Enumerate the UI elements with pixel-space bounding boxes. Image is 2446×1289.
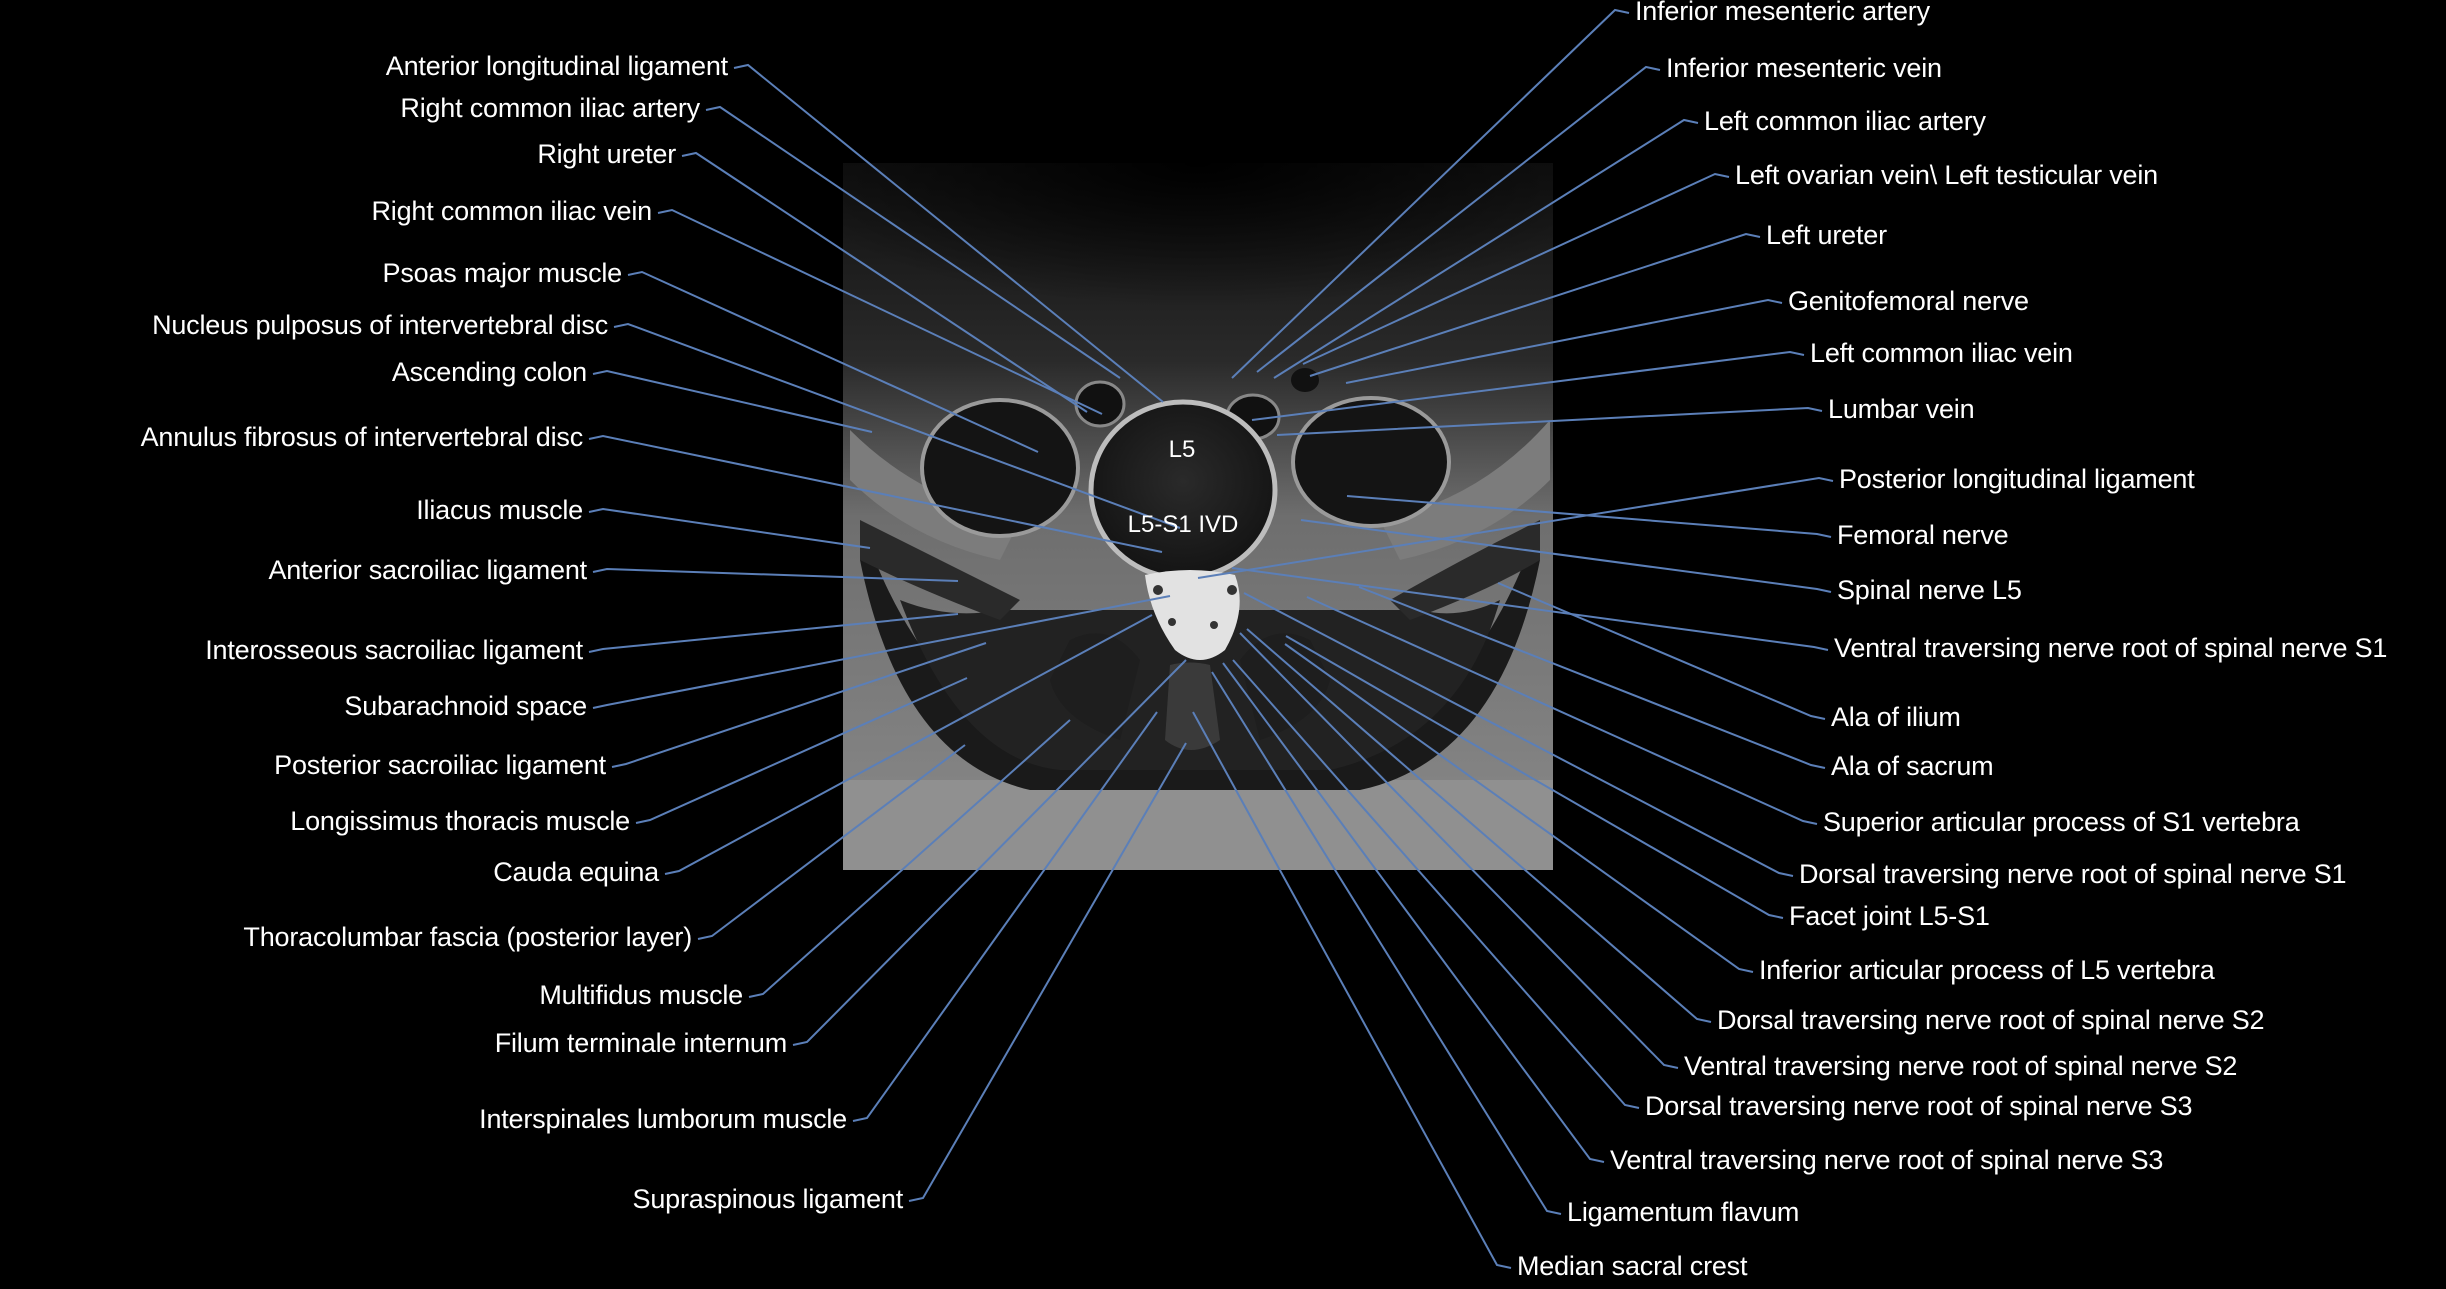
label-interspinales-lumborum-muscle: Interspinales lumborum muscle	[479, 1104, 847, 1134]
leader-line-left-common-iliac-vein	[1251, 350, 1805, 421]
leader-line-anterior-longitudinal-ligament	[733, 63, 1164, 403]
label-ventral-traversing-nerve-root-of-spinal-nerve-s3: Ventral traversing nerve root of spinal …	[1610, 1145, 2164, 1175]
label-genitofemoral-nerve: Genitofemoral nerve	[1788, 286, 2029, 316]
label-spinal-nerve-l5: Spinal nerve L5	[1837, 575, 2022, 605]
label-posterior-longitudinal-ligament: Posterior longitudinal ligament	[1839, 464, 2195, 494]
leader-line-ala-of-ilium	[1497, 582, 1826, 720]
leader-line-interspinales-lumborum-muscle	[852, 711, 1158, 1122]
leader-line-ventral-traversing-nerve-root-of-spinal-nerve-s1	[1231, 567, 1829, 651]
leader-line-median-sacral-crest	[1192, 711, 1512, 1269]
leader-line-right-common-iliac-artery	[705, 105, 1121, 379]
label-ala-of-sacrum: Ala of sacrum	[1831, 751, 1994, 781]
label-inferior-mesenteric-artery: Inferior mesenteric artery	[1635, 0, 1930, 26]
leader-line-subarachnoid-space	[592, 595, 1171, 709]
leader-line-psoas-major-muscle	[627, 270, 1039, 453]
label-thoracolumbar-fascia-posterior-layer: Thoracolumbar fascia (posterior layer)	[243, 922, 692, 952]
label-right-common-iliac-vein: Right common iliac vein	[371, 196, 652, 226]
leader-line-nucleus-pulposus-of-intervertebral-disc	[613, 322, 1181, 529]
leader-line-multifidus-muscle	[748, 719, 1071, 998]
leader-line-ala-of-sacrum	[1358, 586, 1826, 769]
label-l5: L5	[1168, 436, 1196, 463]
leader-line-ventral-traversing-nerve-root-of-spinal-nerve-s2	[1239, 632, 1679, 1069]
leader-line-genitofemoral-nerve	[1345, 298, 1783, 384]
label-subarachnoid-space: Subarachnoid space	[344, 691, 587, 721]
leader-line-left-ureter	[1309, 232, 1761, 377]
label-multifidus-muscle: Multifidus muscle	[539, 980, 743, 1010]
leader-line-left-ovarian-vein-left-testicular-vein	[1302, 172, 1730, 365]
leader-line-ascending-colon	[592, 369, 873, 433]
leader-line-inferior-mesenteric-artery	[1231, 8, 1630, 379]
leader-line-posterior-longitudinal-ligament	[1197, 476, 1834, 579]
label-ventral-traversing-nerve-root-of-spinal-nerve-s2: Ventral traversing nerve root of spinal …	[1684, 1051, 2238, 1081]
label-ala-of-ilium: Ala of ilium	[1831, 702, 1961, 732]
label-ligamentum-flavum: Ligamentum flavum	[1567, 1197, 1800, 1227]
leader-line-inferior-articular-process-of-l5-vertebra	[1284, 643, 1754, 973]
leader-line-left-common-iliac-artery	[1273, 118, 1699, 379]
label-interosseous-sacroiliac-ligament: Interosseous sacroiliac ligament	[205, 635, 583, 665]
label-left-common-iliac-artery: Left common iliac artery	[1704, 106, 1986, 136]
leader-line-annulus-fibrosus-of-intervertebral-disc	[588, 434, 1163, 553]
leader-line-superior-articular-process-of-s1-vertebra	[1306, 596, 1818, 825]
leader-line-inferior-mesenteric-vein	[1256, 65, 1661, 373]
label-posterior-sacroiliac-ligament: Posterior sacroiliac ligament	[274, 750, 606, 780]
label-femoral-nerve: Femoral nerve	[1837, 520, 2009, 550]
label-supraspinous-ligament: Supraspinous ligament	[632, 1184, 904, 1214]
label-lumbar-vein: Lumbar vein	[1828, 394, 1975, 424]
label-superior-articular-process-of-s1-vertebra: Superior articular process of S1 vertebr…	[1823, 807, 2300, 837]
mri-frame	[843, 163, 1553, 870]
label-anterior-sacroiliac-ligament: Anterior sacroiliac ligament	[268, 555, 587, 585]
leader-line-dorsal-traversing-nerve-root-of-spinal-nerve-s2	[1246, 628, 1712, 1023]
label-l5-s1-ivd: L5-S1 IVD	[1127, 511, 1239, 538]
label-filum-terminale-internum: Filum terminale internum	[494, 1028, 787, 1058]
label-anterior-longitudinal-ligament: Anterior longitudinal ligament	[385, 51, 728, 81]
leader-line-dorsal-traversing-nerve-root-of-spinal-nerve-s1	[1243, 592, 1794, 877]
label-left-common-iliac-vein: Left common iliac vein	[1810, 338, 2073, 368]
label-facet-joint-l5-s1: Facet joint L5-S1	[1789, 901, 1990, 931]
leader-line-lumbar-vein	[1276, 406, 1823, 436]
leader-line-supraspinous-ligament	[908, 742, 1187, 1202]
label-median-sacral-crest: Median sacral crest	[1517, 1251, 1748, 1281]
label-longissimus-thoracis-muscle: Longissimus thoracis muscle	[290, 806, 630, 836]
label-ventral-traversing-nerve-root-of-spinal-nerve-s1: Ventral traversing nerve root of spinal …	[1834, 633, 2388, 663]
label-inferior-mesenteric-vein: Inferior mesenteric vein	[1666, 53, 1942, 83]
leader-line-posterior-sacroiliac-ligament	[611, 642, 987, 768]
leader-line-interosseous-sacroiliac-ligament	[588, 613, 959, 653]
leader-line-anterior-sacroiliac-ligament	[592, 567, 959, 582]
leader-line-thoracolumbar-fascia-posterior-layer	[697, 744, 966, 940]
leader-line-cauda-equina	[664, 614, 1153, 875]
label-iliacus-muscle: Iliacus muscle	[416, 495, 583, 525]
leader-line-longissimus-thoracis-muscle	[635, 677, 968, 824]
leader-line-femoral-nerve	[1346, 495, 1832, 538]
label-right-common-iliac-artery: Right common iliac artery	[400, 93, 700, 123]
leader-line-ligamentum-flavum	[1211, 671, 1562, 1215]
label-ascending-colon: Ascending colon	[391, 357, 587, 387]
label-cauda-equina: Cauda equina	[493, 857, 659, 887]
leader-lines	[588, 8, 1834, 1269]
leader-line-right-ureter	[681, 151, 1088, 413]
label-dorsal-traversing-nerve-root-of-spinal-nerve-s3: Dorsal traversing nerve root of spinal n…	[1645, 1091, 2193, 1121]
label-dorsal-traversing-nerve-root-of-spinal-nerve-s1: Dorsal traversing nerve root of spinal n…	[1799, 859, 2347, 889]
leader-line-iliacus-muscle	[588, 507, 871, 549]
label-right-ureter: Right ureter	[537, 139, 676, 169]
label-annulus-fibrosus-of-intervertebral-disc: Annulus fibrosus of intervertebral disc	[140, 422, 584, 452]
label-left-ureter: Left ureter	[1766, 220, 1887, 250]
label-nucleus-pulposus-of-intervertebral-disc: Nucleus pulposus of intervertebral disc	[152, 310, 608, 340]
label-inferior-articular-process-of-l5-vertebra: Inferior articular process of L5 vertebr…	[1759, 955, 2215, 985]
leader-line-right-common-iliac-vein	[657, 208, 1103, 415]
leader-line-ventral-traversing-nerve-root-of-spinal-nerve-s3	[1222, 662, 1605, 1163]
leader-line-spinal-nerve-l5	[1300, 519, 1832, 593]
leader-line-dorsal-traversing-nerve-root-of-spinal-nerve-s3	[1232, 659, 1640, 1109]
leader-line-filum-terminale-internum	[792, 659, 1187, 1046]
label-left-ovarian-vein-left-testicular-vein: Left ovarian vein\ Left testicular vein	[1735, 160, 2158, 190]
leader-line-facet-joint-l5-s1	[1285, 635, 1784, 919]
label-dorsal-traversing-nerve-root-of-spinal-nerve-s2: Dorsal traversing nerve root of spinal n…	[1717, 1005, 2265, 1035]
label-psoas-major-muscle: Psoas major muscle	[382, 258, 623, 288]
